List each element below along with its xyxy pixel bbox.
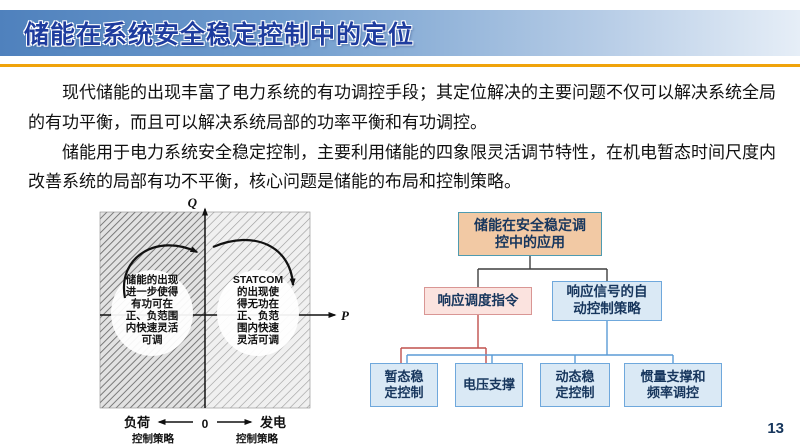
auto-control-line: 动控制策略: [573, 301, 641, 316]
left-curved-arrow: [122, 244, 199, 299]
right-note-line: 灵活可调: [236, 333, 279, 346]
leaf-line: 定控制: [555, 385, 595, 400]
left-note-line: 内快速灵活: [126, 321, 179, 334]
strategy-label-right: 控制策略: [236, 432, 278, 445]
leaf-line: 动态稳: [555, 368, 595, 384]
strategy-label-left: 控制策略: [132, 432, 174, 445]
zero-label: 0: [202, 417, 209, 431]
p-axis-label: P: [341, 308, 350, 323]
right-note-line: 的出现使: [237, 285, 279, 298]
left-note-line: 进一步使得: [126, 285, 179, 298]
left-note-line: 储能的出现: [126, 273, 179, 286]
leaf-line: 暂态稳: [384, 368, 424, 384]
paragraph-1: 现代储能的出现丰富了电力系统的有功调控手段；其定位解决的主要问题不仅可以解决系统…: [28, 83, 776, 132]
dispatch-connectors: [400, 315, 487, 363]
transient-stability-box: 暂态稳 定控制: [370, 363, 438, 407]
left-note-line: 正、负范围: [126, 309, 179, 322]
root-connectors: [477, 256, 608, 287]
body-text: 现代储能的出现丰富了电力系统的有功调控手段；其定位解决的主要问题不仅可以解决系统…: [28, 78, 776, 197]
right-note-line: 得无功在: [236, 297, 279, 310]
auto-control-box: 响应信号的自 动控制策略: [552, 281, 662, 321]
right-curved-arrow: [212, 238, 296, 287]
left-note-background: [111, 270, 193, 356]
left-note-line: 可调: [142, 333, 163, 346]
right-note-line: 正、负范: [237, 309, 279, 322]
leaf-line: 定控制: [384, 385, 424, 400]
page-title: 储能在系统安全稳定控制中的定位: [24, 21, 415, 49]
paragraph-2: 储能用于电力系统安全稳定控制，主要利用储能的四象限灵活调节特性，在机电暂态时间尺…: [28, 142, 776, 192]
header-divider: [0, 64, 800, 67]
root-line: 控中的应用: [495, 234, 565, 250]
voltage-support-box: 电压支撑: [455, 363, 523, 407]
leaf-line: 电压支撑: [462, 376, 515, 392]
right-note-line: STATCOM: [233, 274, 284, 286]
leaf-line: 惯量支撑和: [640, 368, 706, 384]
flowchart-root-box: 储能在安全稳定调 控中的应用: [458, 212, 602, 256]
right-note-background: [217, 270, 299, 356]
dispatch-command-box: 响应调度指令: [424, 287, 532, 315]
right-note-text: STATCOM 的出现使 得无功在 正、负范 围内快速 灵活可调: [233, 274, 284, 346]
auto-connectors: [406, 321, 674, 363]
root-line: 储能在安全稳定调: [474, 216, 586, 233]
pq-quadrant-diagram: Q P 储能的出现 进一步使得 有功可在 正、负范围 内快速灵活 可调 STAT…: [99, 195, 350, 445]
page-number: 13: [767, 420, 784, 437]
dispatch-label: 响应调度指令: [437, 292, 519, 308]
leaf-line: 频率调控: [646, 385, 699, 400]
generation-label: 发电: [259, 415, 286, 430]
q-axis-label: Q: [188, 195, 198, 210]
dynamic-stability-box: 动态稳 定控制: [540, 363, 610, 407]
auto-control-line: 响应信号的自: [566, 284, 648, 300]
inertia-frequency-box: 惯量支撑和 频率调控: [624, 363, 722, 407]
load-label: 负荷: [124, 415, 150, 430]
flowchart-connectors: [400, 256, 674, 363]
left-note-line: 有功可在: [131, 297, 173, 310]
right-note-line: 围内快速: [237, 321, 279, 334]
left-note-text: 储能的出现 进一步使得 有功可在 正、负范围 内快速灵活 可调: [126, 273, 179, 346]
application-flowchart: 储能在安全稳定调 控中的应用 响应调度指令 响应信号的自 动控制策略 暂态稳 定…: [360, 205, 740, 425]
slide-header: 储能在系统安全稳定控制中的定位: [0, 10, 800, 56]
